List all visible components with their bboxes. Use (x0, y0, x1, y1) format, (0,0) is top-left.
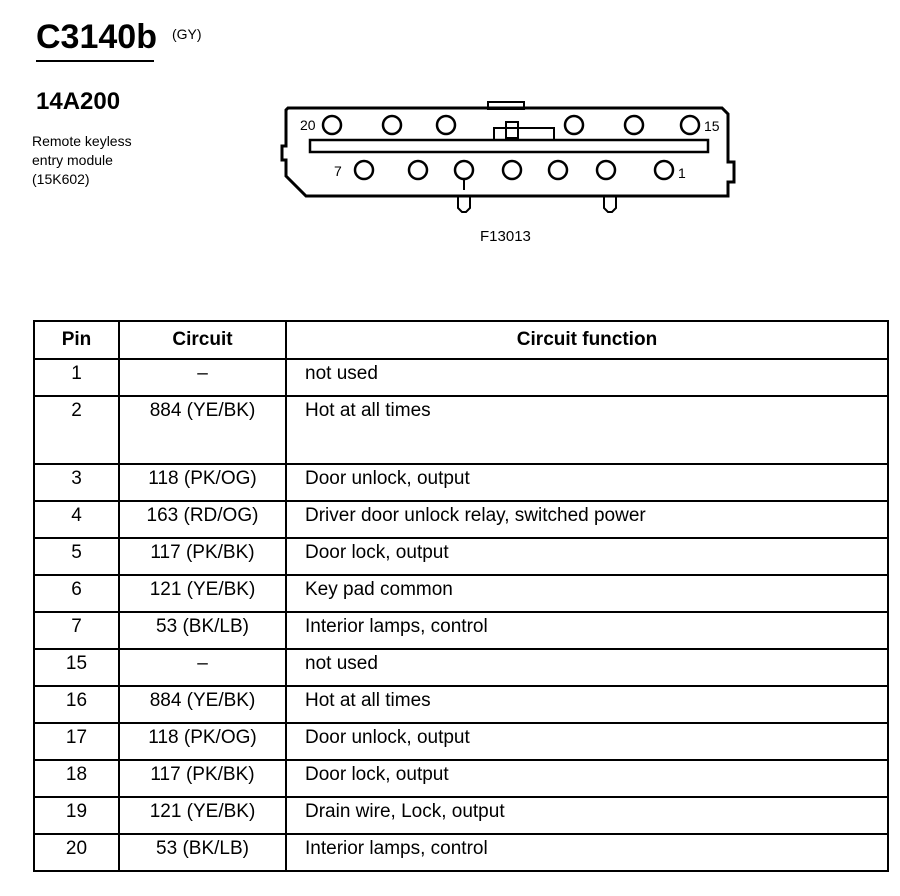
mount-peg (603, 196, 617, 213)
description-line: Remote keyless (32, 133, 132, 149)
cell-function: Door unlock, output (285, 722, 889, 761)
cell-pin: 5 (33, 537, 120, 576)
cell-pin: 7 (33, 611, 120, 650)
pin-cavity (653, 159, 675, 181)
header-pin: Pin (33, 320, 120, 360)
cell-circuit: 117 (PK/BK) (118, 537, 287, 576)
module-description: Remote keyless entry module (15K602) (32, 132, 192, 189)
cell-function: Door lock, output (285, 537, 889, 576)
cell-function: not used (285, 648, 889, 687)
cell-pin: 3 (33, 463, 120, 502)
cell-pin: 20 (33, 833, 120, 872)
pin-label-20: 20 (300, 117, 316, 133)
lock-tab-key (505, 121, 519, 139)
bottom-pin-row (353, 159, 675, 181)
connector-face-diagram: 20 15 7 1 (280, 101, 736, 213)
color-code: (GY) (172, 26, 202, 42)
cell-function: Driver door unlock relay, switched power (285, 500, 889, 539)
top-latch (487, 101, 525, 110)
cell-pin: 19 (33, 796, 120, 835)
cell-circuit: 53 (BK/LB) (118, 833, 287, 872)
pin-cavity (623, 114, 645, 136)
cell-function: Interior lamps, control (285, 833, 889, 872)
cell-circuit: 118 (PK/OG) (118, 463, 287, 502)
pin-cavity (407, 159, 429, 181)
pin-label-1: 1 (678, 165, 686, 181)
cell-circuit: 884 (YE/BK) (118, 395, 287, 465)
title-underline (36, 60, 154, 62)
table-row: 1–not used (33, 358, 889, 397)
description-line: entry module (32, 152, 113, 168)
cell-circuit: – (118, 648, 287, 687)
part-number: 14A200 (36, 88, 121, 115)
cell-circuit: 121 (YE/BK) (118, 796, 287, 835)
pin-cavity (563, 114, 585, 136)
cell-function: Interior lamps, control (285, 611, 889, 650)
cell-circuit: – (118, 358, 287, 397)
cell-function: Key pad common (285, 574, 889, 613)
mount-peg (457, 196, 471, 213)
header-circuit: Circuit (118, 320, 287, 360)
pin-cavity (595, 159, 617, 181)
cell-pin: 6 (33, 574, 120, 613)
pin-cavity (453, 159, 475, 181)
cell-function: Hot at all times (285, 395, 889, 465)
cell-function: Drain wire, Lock, output (285, 796, 889, 835)
top-pin-row (321, 114, 701, 136)
cell-pin: 2 (33, 395, 120, 465)
pin-cavity (321, 114, 343, 136)
pin-cavity (435, 114, 457, 136)
pin-label-15: 15 (704, 118, 720, 134)
table-row: 15–not used (33, 648, 889, 687)
pin-cavity (679, 114, 701, 136)
pin-cavity (381, 114, 403, 136)
cell-pin: 18 (33, 759, 120, 798)
cell-function: Door lock, output (285, 759, 889, 798)
cell-circuit: 117 (PK/BK) (118, 759, 287, 798)
lock-tab (493, 127, 555, 140)
pin-cavity (547, 159, 569, 181)
cell-pin: 17 (33, 722, 120, 761)
pin-cavity (353, 159, 375, 181)
cell-circuit: 121 (YE/BK) (118, 574, 287, 613)
pin-cavity (501, 159, 523, 181)
header-function: Circuit function (285, 320, 889, 360)
cell-circuit: 53 (BK/LB) (118, 611, 287, 650)
cell-function: not used (285, 358, 889, 397)
pin-label-7: 7 (334, 163, 342, 179)
table-header-row: Pin Circuit Circuit function (33, 320, 889, 360)
cell-pin: 15 (33, 648, 120, 687)
cell-circuit: 884 (YE/BK) (118, 685, 287, 724)
figure-id: F13013 (480, 228, 531, 245)
cell-circuit: 163 (RD/OG) (118, 500, 287, 539)
cell-pin: 4 (33, 500, 120, 539)
cell-pin: 1 (33, 358, 120, 397)
center-bar (308, 138, 710, 154)
cell-function: Door unlock, output (285, 463, 889, 502)
cell-pin: 16 (33, 685, 120, 724)
description-line: (15K602) (32, 171, 90, 187)
cell-circuit: 118 (PK/OG) (118, 722, 287, 761)
connector-id: C3140b (36, 18, 157, 56)
cell-function: Hot at all times (285, 685, 889, 724)
connector-housing (280, 106, 736, 198)
